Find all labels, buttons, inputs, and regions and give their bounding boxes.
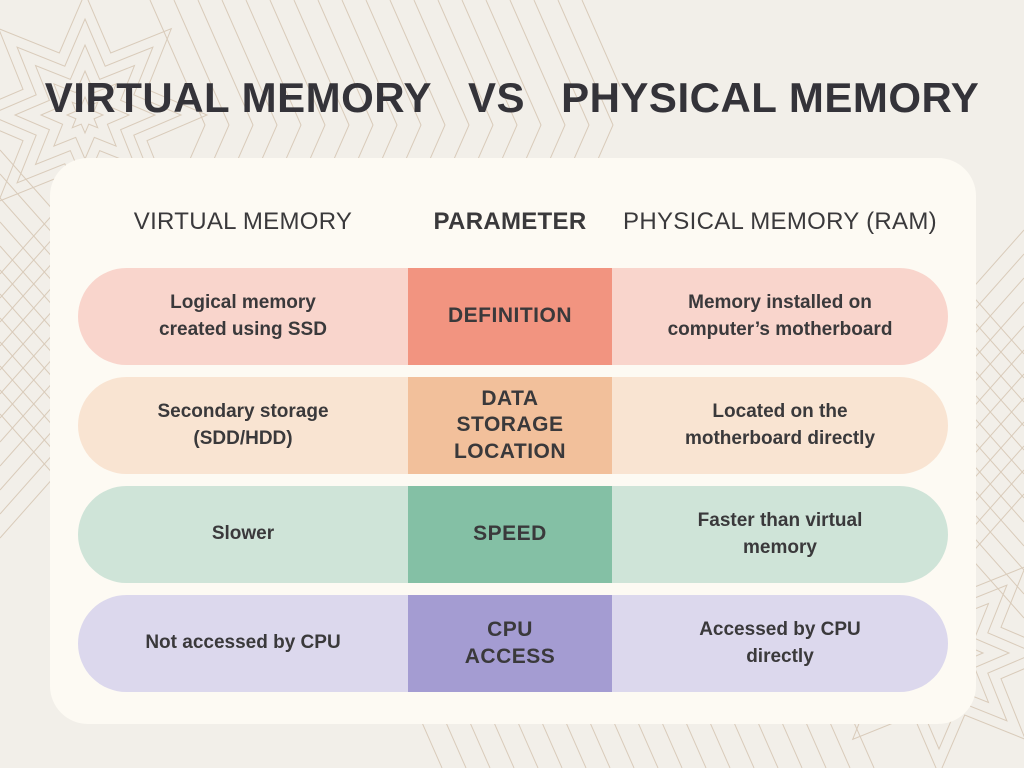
page-title: VIRTUAL MEMORY VS PHYSICAL MEMORY bbox=[0, 74, 1024, 122]
parameter-cell: CPU ACCESS bbox=[408, 595, 612, 692]
comparison-card: VIRTUAL MEMORY PARAMETER PHYSICAL MEMORY… bbox=[50, 158, 976, 724]
table-row-cpu-access: Not accessed by CPU CPU ACCESS Accessed … bbox=[78, 595, 948, 692]
table-header-row: VIRTUAL MEMORY PARAMETER PHYSICAL MEMORY… bbox=[78, 208, 948, 236]
parameter-cell: DATA STORAGE LOCATION bbox=[408, 377, 612, 474]
virtual-memory-cell: Slower bbox=[211, 523, 275, 545]
physical-memory-cell: Faster than virtual memory bbox=[697, 509, 863, 558]
physical-memory-cell: Memory installed on computer’s motherboa… bbox=[667, 291, 893, 340]
table-row-definition: Logical memory created using SSD DEFINIT… bbox=[78, 268, 948, 365]
parameter-cell: DEFINITION bbox=[408, 268, 612, 365]
table-body: Logical memory created using SSD DEFINIT… bbox=[78, 268, 948, 692]
title-right: PHYSICAL MEMORY bbox=[561, 74, 980, 121]
header-physical-memory: PHYSICAL MEMORY (RAM) bbox=[623, 208, 937, 235]
virtual-memory-cell: Secondary storage (SDD/HDD) bbox=[157, 400, 329, 449]
title-vs: VS bbox=[468, 74, 526, 121]
title-left: VIRTUAL MEMORY bbox=[44, 74, 433, 121]
header-parameter: PARAMETER bbox=[433, 208, 587, 235]
physical-memory-cell: Accessed by CPU directly bbox=[699, 618, 861, 667]
table-row-data-storage-location: Secondary storage (SDD/HDD) DATA STORAGE… bbox=[78, 377, 948, 474]
virtual-memory-cell: Not accessed by CPU bbox=[145, 632, 341, 654]
table-row-speed: Slower SPEED Faster than virtual memory bbox=[78, 486, 948, 583]
header-virtual-memory: VIRTUAL MEMORY bbox=[133, 208, 353, 235]
virtual-memory-cell: Logical memory created using SSD bbox=[159, 291, 327, 340]
physical-memory-cell: Located on the motherboard directly bbox=[684, 400, 876, 449]
parameter-cell: SPEED bbox=[408, 486, 612, 583]
